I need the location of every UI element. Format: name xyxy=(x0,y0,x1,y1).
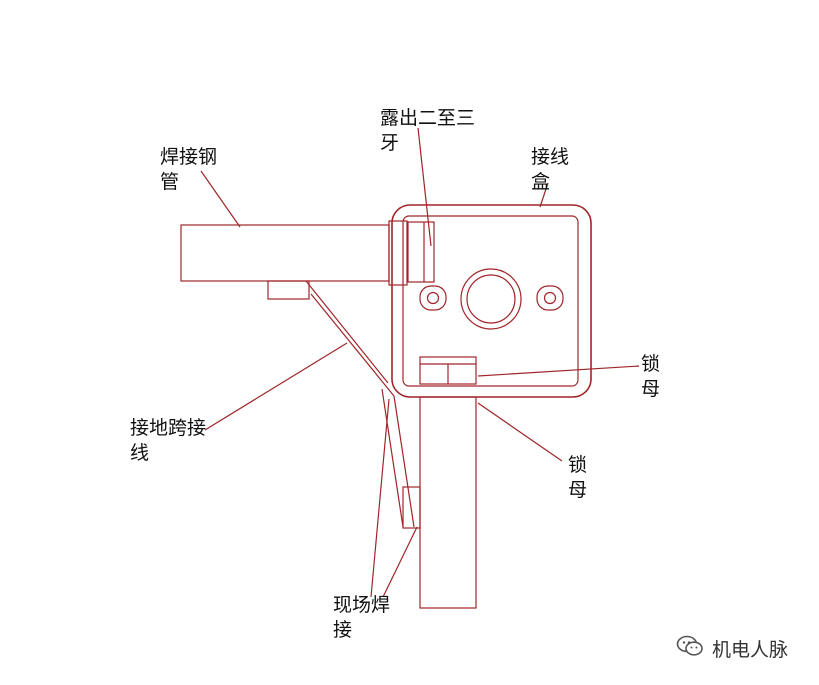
diagram-labels: 焊接钢 管 露出二至三 牙 接线 盒 锁 母 锁 母 接地跨接 线 现场焊 接 xyxy=(130,107,660,641)
jumper-wire-upper-a xyxy=(305,280,389,384)
watermark-text: 机电人脉 xyxy=(712,638,789,661)
junction-box-inner xyxy=(402,215,579,387)
label-thread-exposure-2: 牙 xyxy=(380,132,399,154)
label-ground-jumper-1: 接地跨接 xyxy=(130,417,206,439)
label-welded-pipe-2: 管 xyxy=(160,171,179,193)
leader-thread-exposure xyxy=(417,127,432,247)
junction-box-outer xyxy=(391,204,592,398)
leader-field-weld-b xyxy=(382,526,418,598)
left-mounting-ear xyxy=(419,285,447,311)
leader-locknut-outer xyxy=(477,402,563,462)
watermark: 机电人脉 xyxy=(676,632,788,664)
label-field-weld-1: 现场焊 xyxy=(333,594,390,616)
label-thread-exposure-1: 露出二至三 xyxy=(380,107,475,129)
label-junction-box-2: 盒 xyxy=(531,171,550,193)
center-knockout-inner xyxy=(466,274,516,324)
leader-ground-jumper xyxy=(204,342,348,431)
jumper-wire-upper-b xyxy=(310,293,395,397)
label-field-weld-2: 接 xyxy=(333,619,352,641)
leader-junction-box xyxy=(539,182,549,208)
label-locknut-outer-1: 锁 xyxy=(568,454,587,476)
leader-field-weld-a xyxy=(370,398,390,598)
horizontal-steel-pipe xyxy=(180,224,390,282)
bottom-weld-block xyxy=(402,486,421,529)
label-ground-jumper-2: 线 xyxy=(130,442,149,464)
label-welded-pipe-1: 焊接钢 xyxy=(160,146,217,168)
label-junction-box-1: 接线 xyxy=(531,146,569,168)
wechat-icon xyxy=(676,634,704,663)
drawing-lines xyxy=(180,127,640,609)
label-locknut-outer-2: 母 xyxy=(568,479,587,501)
horizontal-locknut xyxy=(407,221,435,283)
vertical-steel-pipe xyxy=(419,396,477,609)
label-locknut-inner-2: 母 xyxy=(641,378,660,400)
right-mounting-hole xyxy=(543,291,557,305)
top-weld-block xyxy=(267,280,310,300)
leader-welded-pipe xyxy=(200,170,241,228)
label-locknut-inner-1: 锁 xyxy=(641,353,660,375)
horizontal-pipe-thread-end xyxy=(388,220,408,286)
center-knockout-outer xyxy=(460,268,522,330)
leader-locknut-inner xyxy=(477,365,640,377)
jumper-wire-lower-b xyxy=(393,395,415,528)
left-mounting-hole xyxy=(426,291,440,305)
jumper-wire-lower-a xyxy=(381,388,404,528)
right-mounting-ear xyxy=(536,285,564,311)
